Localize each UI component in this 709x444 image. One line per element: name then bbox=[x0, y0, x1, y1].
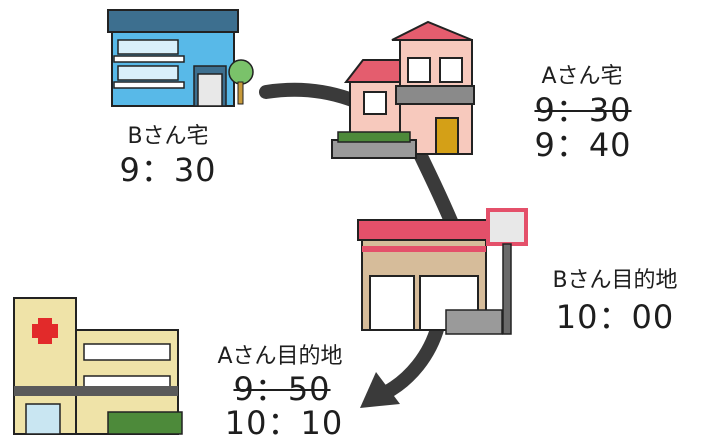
b-destination-label: Bさん目的地 bbox=[552, 268, 678, 293]
b-home-time: 9：30 bbox=[119, 151, 217, 189]
b-destination-time: 10：00 bbox=[555, 298, 675, 336]
b-home-label: Bさん宅 bbox=[127, 124, 209, 149]
a-destination-time-new: 10：10 bbox=[224, 404, 344, 442]
a-home-time-old: 9：30 bbox=[534, 91, 632, 129]
house-icon bbox=[331, 20, 475, 159]
route-segment-store-to-hospital bbox=[378, 319, 445, 400]
hospital-icon bbox=[13, 297, 183, 435]
a-destination-time-old: 9：50 bbox=[233, 370, 331, 408]
a-home-time-new: 9：40 bbox=[534, 126, 632, 164]
arrow-head-icon bbox=[360, 372, 400, 408]
a-destination-label: Aさん目的地 bbox=[217, 344, 343, 369]
convenience-store-icon bbox=[357, 208, 528, 335]
a-home-label: Aさん宅 bbox=[541, 64, 623, 89]
apartment-building-icon bbox=[107, 9, 254, 107]
